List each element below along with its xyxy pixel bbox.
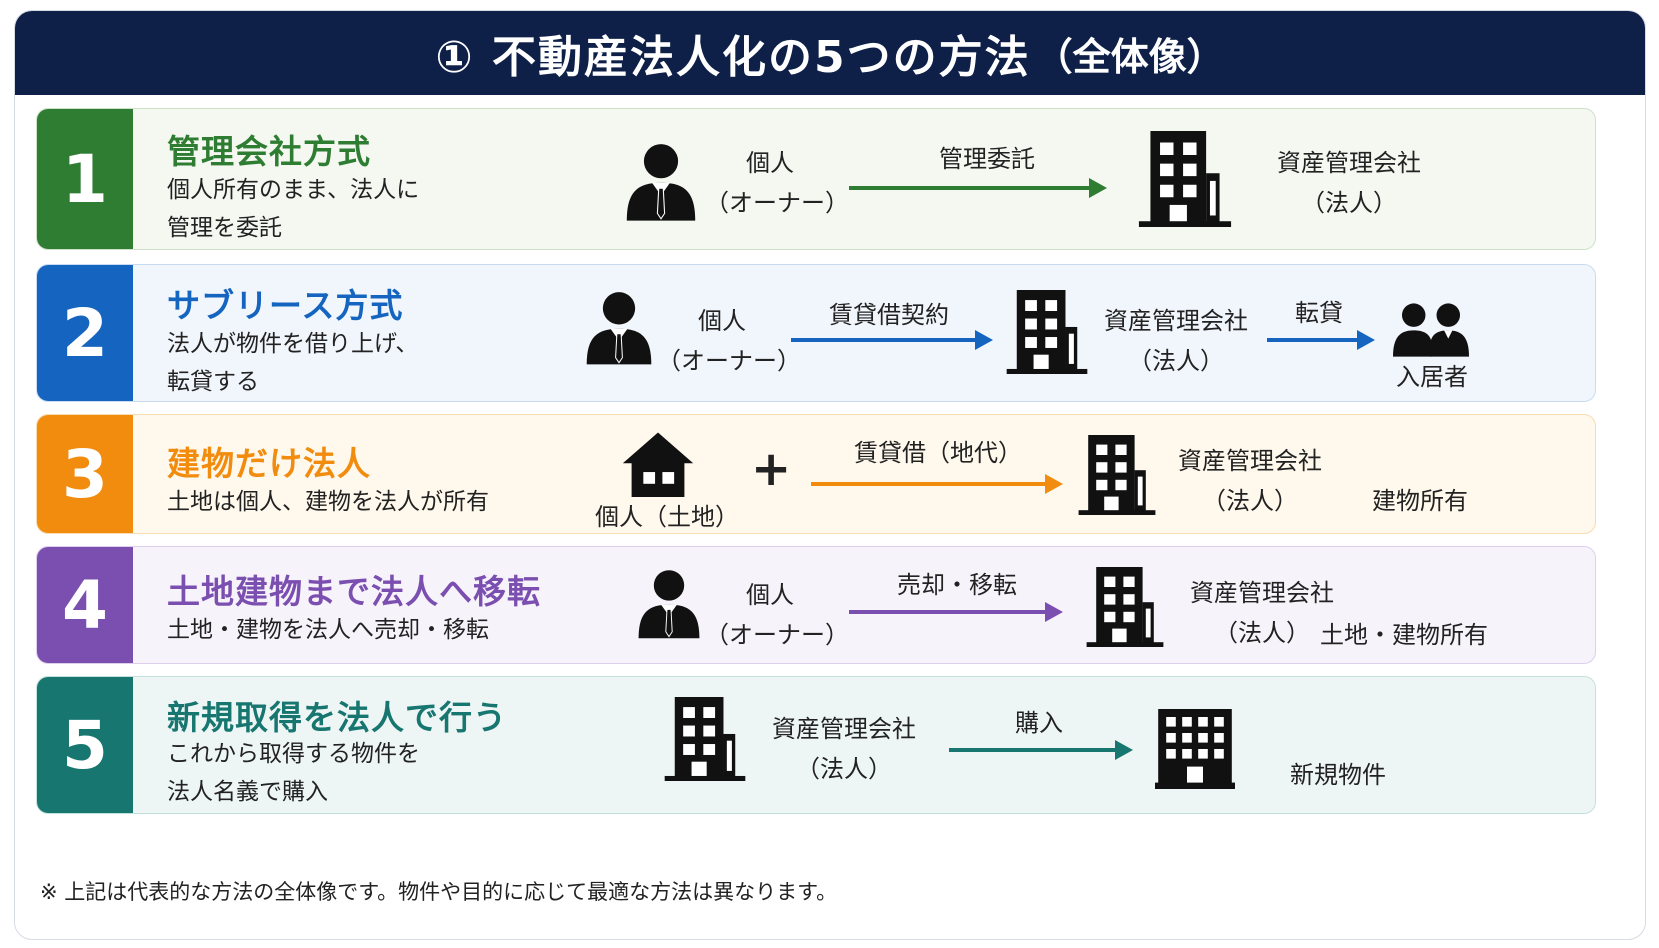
arrow-label: 売却・移転 (897, 571, 1017, 599)
ownership-note: 建物所有 (1372, 487, 1468, 515)
owner-label: 個人（オーナー） (705, 581, 849, 649)
header-bar: ① 不動産法人化の5つの方法 （全体像） (15, 11, 1645, 95)
arrow-label: 購入 (1015, 709, 1063, 737)
plus-sign: + (751, 441, 792, 497)
method-row-4: 4 土地建物まで法人へ移転 土地・建物を法人へ売却・移転 個人（オーナー） 売却… (36, 546, 1596, 664)
method-row-2: 2 サブリース方式 法人が物件を借り上げ、転貸する 個人（オーナー） 賃貸借契約… (36, 264, 1596, 402)
arrow-right-icon (1267, 330, 1375, 350)
method-row-3: 3 建物だけ法人 土地は個人、建物を法人が所有 個人（土地） + 賃貸借（地代）… (36, 414, 1596, 534)
page-subtitle: （全体像） (1034, 34, 1225, 79)
footnote: ※ 上記は代表的な方法の全体像です。物件や目的に応じて最適な方法は異なります。 (40, 880, 838, 904)
person-icon (585, 289, 653, 365)
person-icon (637, 567, 701, 639)
method-number: 4 (37, 547, 133, 663)
method-title: 土地建物まで法人へ移転 (167, 572, 541, 611)
page-title: ① 不動産法人化の5つの方法 (435, 32, 1031, 83)
method-number: 2 (37, 265, 133, 401)
office-building-icon (1147, 709, 1243, 789)
company-label: 資産管理会社（法人） (1104, 307, 1248, 375)
method-description: 個人所有のまま、法人に管理を委託 (167, 177, 420, 241)
method-number: 1 (37, 109, 133, 249)
house-icon (621, 431, 695, 497)
arrow-right-icon (849, 602, 1063, 622)
method-description: 土地・建物を法人へ売却・移転 (167, 617, 489, 643)
ownership-note: 土地・建物所有 (1320, 621, 1488, 649)
arrow-right-icon (791, 330, 993, 350)
tenant-label: 入居者 (1396, 363, 1468, 391)
tenants-icon (1393, 301, 1469, 357)
arrow-label: 管理委託 (939, 145, 1035, 173)
method-description: 法人が物件を借り上げ、転貸する (167, 331, 419, 395)
arrow-label: 転貸 (1295, 299, 1343, 327)
arrow-label: 賃貸借契約 (829, 301, 949, 329)
method-description: これから取得する物件を法人名義で購入 (167, 741, 420, 805)
arrow-right-icon (849, 178, 1107, 198)
building-icon (1085, 563, 1165, 651)
method-title: 管理会社方式 (167, 132, 371, 171)
target-label: 新規物件 (1290, 761, 1386, 789)
method-title: 建物だけ法人 (167, 444, 371, 483)
company-label: 資産管理会社（法人） (1178, 447, 1322, 515)
company-label: 資産管理会社（法人） (772, 715, 916, 783)
building-icon (1137, 129, 1233, 229)
method-title: サブリース方式 (167, 286, 404, 325)
owner-label: 個人（オーナー） (705, 149, 849, 217)
method-number: 5 (37, 677, 133, 813)
method-row-1: 1 管理会社方式 個人所有のまま、法人に管理を委託 個人（オーナー） 管理委託 … (36, 108, 1596, 250)
method-number: 3 (37, 415, 133, 533)
person-icon (625, 141, 697, 221)
arrow-right-icon (811, 474, 1063, 494)
owner-land-label: 個人（土地） (595, 503, 739, 531)
company-label: 資産管理会社（法人） (1190, 579, 1334, 647)
building-icon (1005, 285, 1089, 379)
method-description: 土地は個人、建物を法人が所有 (167, 489, 489, 515)
building-icon (1077, 431, 1157, 519)
owner-label: 個人（オーナー） (657, 307, 801, 375)
arrow-label: 賃貸借（地代） (854, 439, 1022, 467)
building-icon (663, 691, 747, 787)
method-row-5: 5 新規取得を法人で行う これから取得する物件を法人名義で購入 資産管理会社（法… (36, 676, 1596, 814)
arrow-right-icon (949, 740, 1133, 760)
method-title: 新規取得を法人で行う (167, 698, 507, 737)
company-label: 資産管理会社（法人） (1277, 149, 1421, 217)
